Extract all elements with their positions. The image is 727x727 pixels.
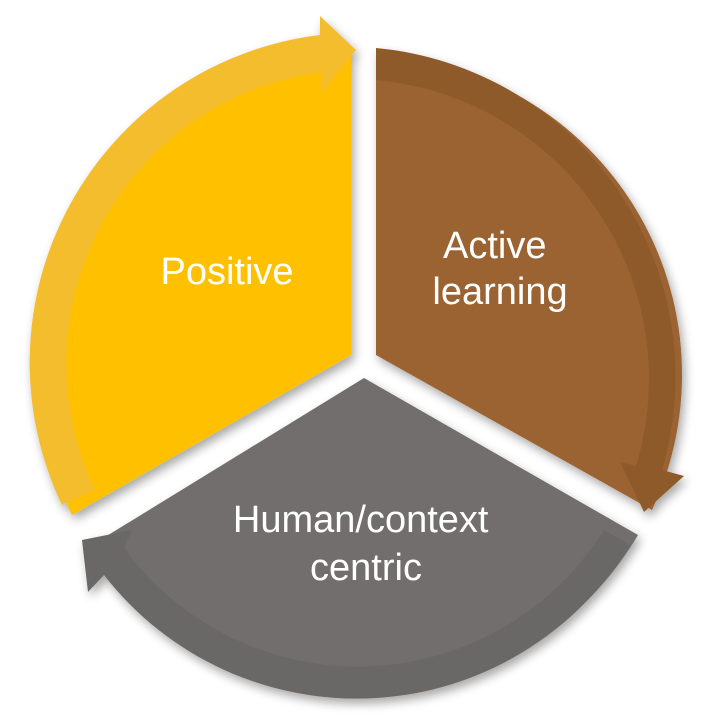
segment-positive-label: Positive — [160, 251, 293, 293]
segment-active-learning-label-line-2: learning — [432, 271, 567, 313]
segment-human-context-centric-arrow — [82, 530, 630, 699]
segment-human-context-centric-label-line-2: centric — [310, 547, 422, 589]
segment-human-context-centric-label-line-1: Human/context — [233, 499, 489, 541]
segment-active-learning: Active learning — [376, 48, 684, 512]
segment-positive-label-line-1: Positive — [160, 251, 293, 293]
segment-human-context-centric: Human/context centric — [82, 378, 638, 699]
segment-active-learning-label-line-1: Active — [443, 225, 546, 267]
segment-active-learning-arrow — [376, 48, 684, 512]
segment-active-learning-wedge — [376, 55, 683, 510]
segment-human-context-centric-wedge — [92, 378, 638, 694]
segment-human-context-centric-label: Human/context centric — [233, 499, 499, 589]
segment-positive: Positive — [29, 16, 356, 515]
segment-positive-arrow — [29, 16, 356, 505]
segment-active-learning-label: Active learning — [432, 225, 567, 313]
